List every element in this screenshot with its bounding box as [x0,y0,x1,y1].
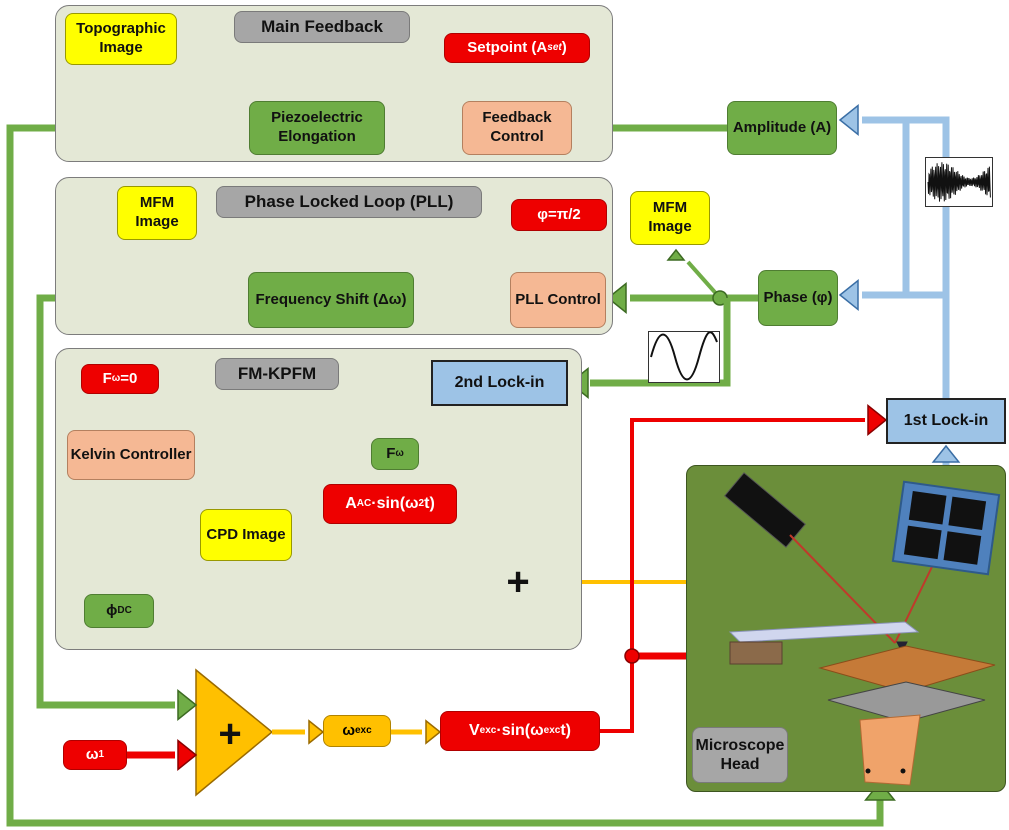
sine-waveform [650,331,718,381]
adder-triangle-exc [195,668,274,797]
mfm-image-block-phase: MFM Image [630,191,710,245]
arrowhead-lockin-1 [931,444,961,463]
arrowhead-adder-freq [177,689,198,721]
piezoelectric-elongation-block: Piezoelectric Elongation [249,101,385,155]
main-feedback-title: Main Feedback [234,11,410,43]
arrowhead-lockin1-ref [867,404,888,436]
arrowhead-amplitude [838,104,859,136]
adder-symbol-kpfm: + [506,560,530,604]
feedback-control-block: Feedback Control [462,101,572,155]
arrowhead-omegaexc [308,719,325,745]
phi-setpoint-block: φ=π/2 [511,199,607,231]
cpd-image-block: CPD Image [200,509,292,561]
frequency-shift-block: Frequency Shift (Δω) [248,272,414,328]
am-waveform [927,162,991,202]
kelvin-controller-block: Kelvin Controller [67,430,195,480]
junction-vexc [624,648,640,664]
pll-control-block: PLL Control [510,272,606,328]
topographic-image-block: Topographic Image [65,13,177,65]
wire-phase-to-mfm [686,260,722,300]
second-lock-in-block: 2nd Lock-in [431,360,568,406]
fm-kpfm-title: FM-KPFM [215,358,339,390]
arrowhead-omega1 [177,739,198,771]
arrowhead-vexc [425,719,442,745]
microscope-head-label: Microscope Head [692,727,788,783]
arrowhead-phase [838,279,859,311]
first-lock-in-block: 1st Lock-in [886,398,1006,444]
amplitude-block: Amplitude (A) [727,101,837,155]
wire-lockin-to-amplitude [862,116,950,398]
mfm-image-block-pll: MFM Image [117,186,197,240]
pll-title: Phase Locked Loop (PLL) [216,186,482,218]
sine-waveform-inset [648,331,720,383]
amplitude-waveform-inset [925,157,993,207]
adder-symbol-exc: + [218,712,242,756]
wire-phase-to-lockin2 [590,298,731,387]
arrowhead-pll [606,282,627,314]
arrowhead-mfm-phase [666,248,686,261]
phase-block: Phase (φ) [758,270,838,326]
wire-vexc-to-lockin1 [600,418,865,733]
